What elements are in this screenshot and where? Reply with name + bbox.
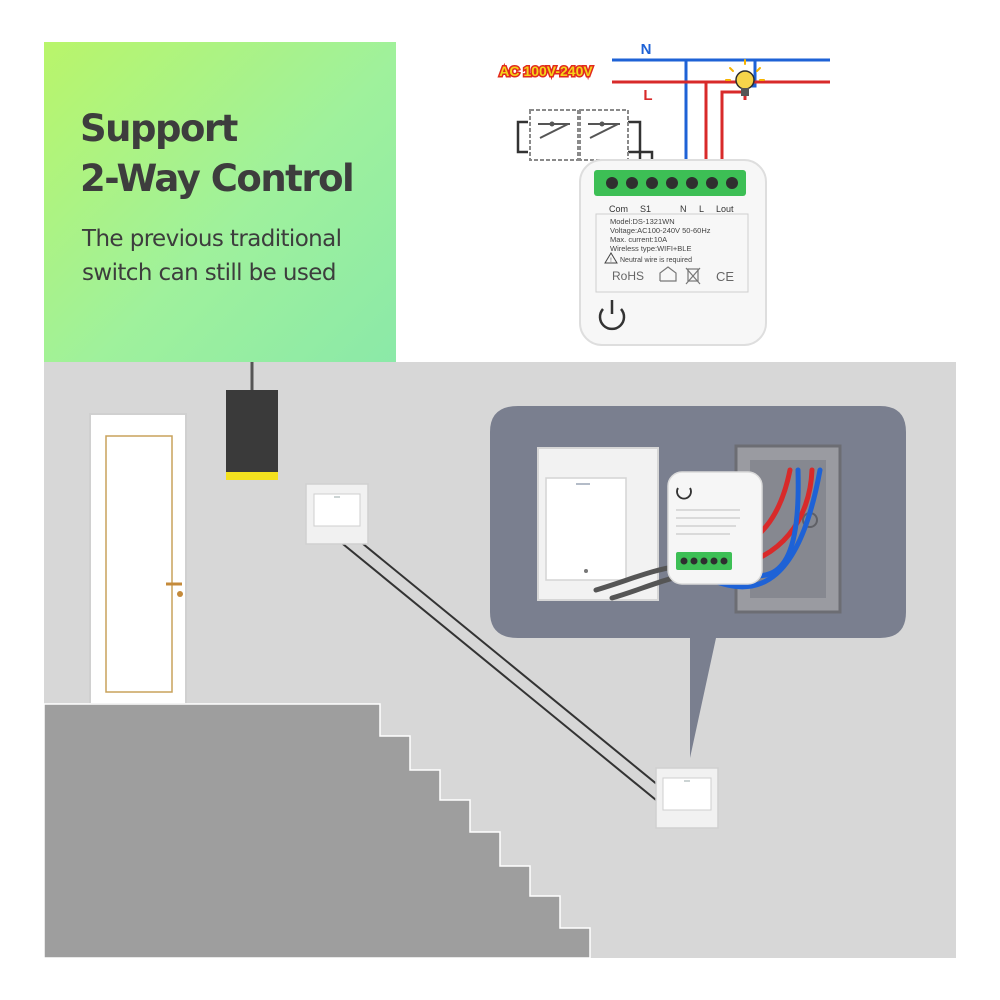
neutral-label: N bbox=[641, 41, 652, 58]
spec-voltage: Voltage:AC100-240V 50-60Hz bbox=[610, 226, 711, 235]
warning-icon: ! bbox=[604, 252, 618, 264]
terminal-label-lout: Lout bbox=[716, 204, 734, 214]
installation-callout bbox=[490, 406, 906, 758]
wiring-diagram: AC 100V-240V N L bbox=[498, 41, 830, 172]
spec-wireless: Wireless type:WIFI+BLE bbox=[610, 244, 691, 253]
power-button-icon bbox=[598, 300, 626, 331]
home-icon bbox=[659, 266, 677, 282]
headline-panel bbox=[44, 42, 396, 362]
lower-wall-switch bbox=[655, 767, 719, 829]
neutral-warning: Neutral wire is required bbox=[620, 257, 692, 264]
headline-line-2: 2-Way Control bbox=[80, 157, 355, 200]
stairs bbox=[43, 703, 591, 959]
live-label: L bbox=[643, 87, 652, 104]
terminal-label-n: N bbox=[680, 204, 687, 214]
smart-switch-module: Com S1 N L Lout Model:DS-1321WN Voltage:… bbox=[579, 159, 767, 346]
terminal-label-s1: S1 bbox=[640, 204, 651, 214]
terminal-label-l: L bbox=[699, 204, 704, 214]
live-wire bbox=[612, 80, 830, 172]
spec-model: Model:DS-1321WN bbox=[610, 217, 675, 226]
spec-current: Max. current:10A bbox=[610, 235, 667, 244]
bulb-icon bbox=[725, 59, 765, 96]
recycle-bin-icon bbox=[685, 267, 701, 285]
rohs-mark: RoHS bbox=[612, 269, 644, 283]
svg-text:!: ! bbox=[610, 258, 612, 264]
upper-wall-switch bbox=[305, 483, 369, 545]
subtext-line-1: The previous traditional bbox=[82, 226, 342, 252]
headline-line-1: Support bbox=[80, 107, 238, 150]
terminal-labels: Com S1 N L Lout bbox=[609, 204, 734, 214]
switch-connection-wires bbox=[337, 529, 665, 801]
terminal-screws bbox=[606, 177, 738, 189]
terminal-label-com: Com bbox=[609, 204, 628, 214]
callout-smart-module bbox=[667, 471, 763, 585]
two-way-switch-pair bbox=[529, 109, 629, 161]
device-spec-label: Model:DS-1321WN Voltage:AC100-240V 50-60… bbox=[610, 217, 711, 253]
door bbox=[89, 413, 187, 705]
ce-mark: CE bbox=[716, 269, 734, 284]
subtext-line-2: switch can still be used bbox=[82, 260, 336, 286]
pendant-lamp bbox=[226, 362, 278, 480]
voltage-label: AC 100V-240V bbox=[499, 63, 593, 79]
